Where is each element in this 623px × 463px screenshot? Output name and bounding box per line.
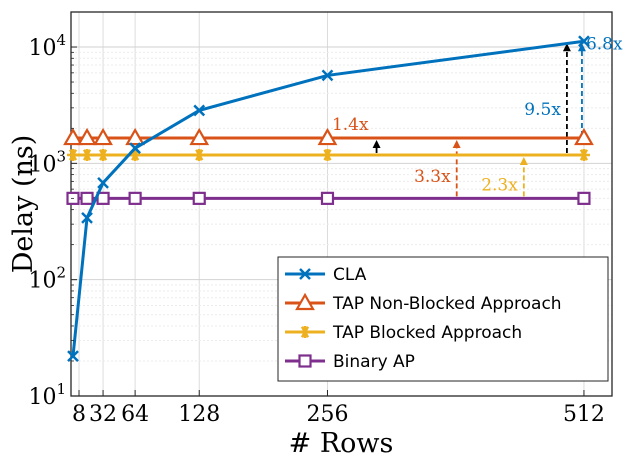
marker-shape	[77, 127, 97, 146]
data-point	[574, 127, 594, 146]
x-tick-label: 8	[72, 402, 86, 427]
data-point	[321, 148, 334, 161]
marker-shape	[577, 191, 591, 205]
annotation-3-3x: 3.3x	[414, 140, 461, 197]
data-point	[193, 104, 206, 117]
series-tap-blocked-approach	[67, 148, 590, 161]
data-point	[295, 292, 315, 311]
marker-stroke	[81, 211, 93, 224]
data-point	[192, 191, 206, 205]
annotation-label: 3.3x	[414, 167, 451, 187]
marker-stroke	[193, 104, 206, 117]
y-tick-label: 104	[28, 31, 66, 61]
x-tick-label: 32	[89, 402, 117, 427]
data-point	[97, 148, 110, 161]
data-point	[320, 191, 335, 205]
x-tick-label: 256	[306, 402, 348, 427]
data-point	[125, 127, 146, 146]
x-axis-label: # Rows	[289, 428, 394, 459]
data-point	[189, 127, 210, 146]
legend-box	[277, 256, 609, 382]
annotation-label: 9.5x	[524, 100, 561, 120]
annotation-9-5x: 9.5x	[524, 43, 571, 153]
marker-shape	[317, 127, 338, 146]
data-point	[93, 127, 113, 146]
marker-shape	[125, 127, 146, 146]
series-tap-non-blocked-approach	[63, 127, 594, 146]
annotations: 1.4x 3.3x 2.3x 9.5x 6.8x	[332, 35, 623, 197]
marker-shape	[63, 127, 83, 146]
x-tick-label: 512	[563, 402, 605, 427]
data-point	[63, 127, 83, 146]
marker-shape	[80, 191, 94, 205]
annotation-2-3x: 2.3x	[481, 156, 528, 197]
legend-label: TAP Blocked Approach	[332, 323, 522, 343]
data-point	[193, 148, 206, 161]
legend-item: CLA	[285, 265, 367, 285]
annotation-1-4x: 1.4x	[332, 115, 381, 153]
y-tick-label: 103	[28, 147, 66, 177]
data-point	[80, 191, 94, 205]
data-point	[77, 127, 97, 146]
marker-stroke	[578, 35, 590, 48]
marker-stroke	[67, 350, 79, 363]
marker-stroke	[299, 268, 311, 280]
marker-shape	[128, 191, 142, 205]
data-point	[97, 176, 109, 189]
y-tick-label: 102	[28, 264, 66, 294]
data-point	[67, 350, 79, 363]
marker-shape	[298, 354, 312, 368]
data-point	[67, 148, 80, 161]
series-cla	[67, 35, 590, 363]
legend-item: TAP Non-Blocked Approach	[285, 292, 562, 314]
annotation-label: 2.3x	[481, 176, 518, 196]
data-point	[81, 211, 93, 224]
marker-shape	[574, 127, 594, 146]
data-point	[129, 142, 142, 155]
marker-shape	[192, 191, 206, 205]
annotation-label: 1.4x	[332, 115, 369, 135]
y-tick-label: 101	[28, 380, 66, 410]
x-tick-label: 128	[178, 402, 220, 427]
y-ticks: 101 102 103 104	[28, 11, 77, 410]
data-point	[577, 191, 591, 205]
marker-stroke	[129, 142, 142, 155]
marker-stroke	[97, 176, 109, 189]
data-point	[577, 148, 590, 161]
data-point	[317, 127, 338, 146]
data-point	[578, 35, 590, 48]
data-point	[299, 268, 311, 280]
marker-shape	[295, 292, 315, 311]
marker-shape	[189, 127, 210, 146]
marker-shape	[320, 191, 335, 205]
legend-item: TAP Blocked Approach	[285, 323, 522, 343]
data-point	[128, 191, 142, 205]
y-axis-label: Delay (ns)	[8, 135, 39, 274]
data-point	[81, 148, 94, 161]
annotation-6-8x: 6.8x	[577, 35, 623, 137]
legend-label: CLA	[333, 265, 367, 285]
marker-shape	[93, 127, 113, 146]
data-point	[298, 354, 312, 368]
annotation-label: 6.8x	[586, 35, 623, 55]
marker-stroke	[321, 69, 334, 82]
series	[63, 35, 594, 363]
legend-label: Binary AP	[333, 352, 415, 372]
data-point	[321, 69, 334, 82]
data-point	[299, 326, 311, 338]
legend-label: TAP Non-Blocked Approach	[332, 294, 562, 314]
legend-item: Binary AP	[285, 352, 415, 372]
x-tick-label: 64	[121, 402, 149, 427]
